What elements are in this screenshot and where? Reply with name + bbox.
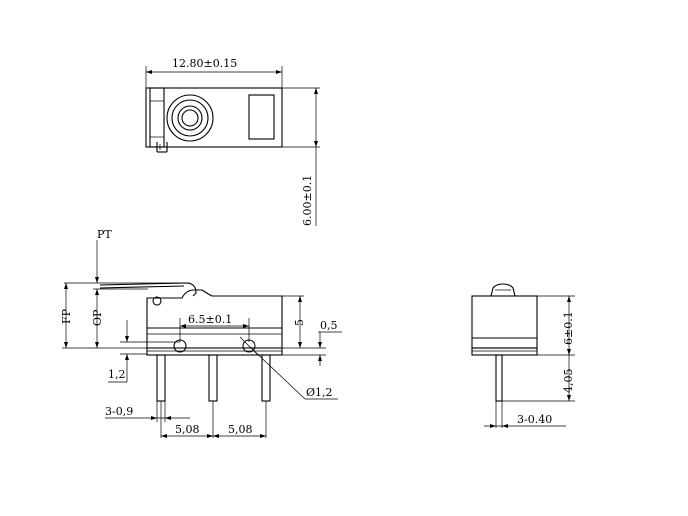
front-view: PT FP OP 6.5±0.1 (60, 228, 342, 438)
top-offset-dim: 0,5 (320, 319, 338, 332)
pitch-left-dim: 5,08 (175, 423, 200, 436)
side-height-dim: 6±0.1 (562, 311, 575, 345)
top-body (145, 87, 283, 148)
side-pin-thickness-dim: 3-0.40 (517, 413, 552, 426)
front-body (146, 289, 283, 349)
plunger-outer-circle (166, 94, 214, 142)
pin-left (156, 354, 166, 402)
op-label: OP (91, 309, 104, 326)
pin-middle (208, 354, 218, 402)
fp-label: FP (60, 308, 73, 324)
actuator-lever (99, 282, 197, 297)
side-plunger (490, 283, 516, 297)
left-offset-dim: 1,2 (108, 368, 126, 381)
hole-spacing-dim: 6.5±0.1 (188, 313, 232, 326)
side-pin-length-dim: 4,05 (562, 369, 575, 394)
side-view: 6±0.1 4,05 3-0.40 (471, 283, 575, 428)
top-view: 12.80±0.15 6.00±0.1 (145, 57, 320, 226)
pt-label: PT (97, 228, 112, 241)
side-pin (495, 354, 503, 402)
pin-width-dim: 3-0,9 (105, 405, 133, 418)
side-body (471, 295, 538, 349)
hole-dia-dim: Ø1,2 (306, 386, 333, 399)
top-window (248, 94, 275, 140)
top-width-dim: 12.80±0.15 (172, 57, 237, 70)
top-height-dim: 6.00±0.1 (301, 175, 314, 226)
pitch-right-dim: 5,08 (228, 423, 253, 436)
front-height-dim: 5 (293, 319, 306, 326)
